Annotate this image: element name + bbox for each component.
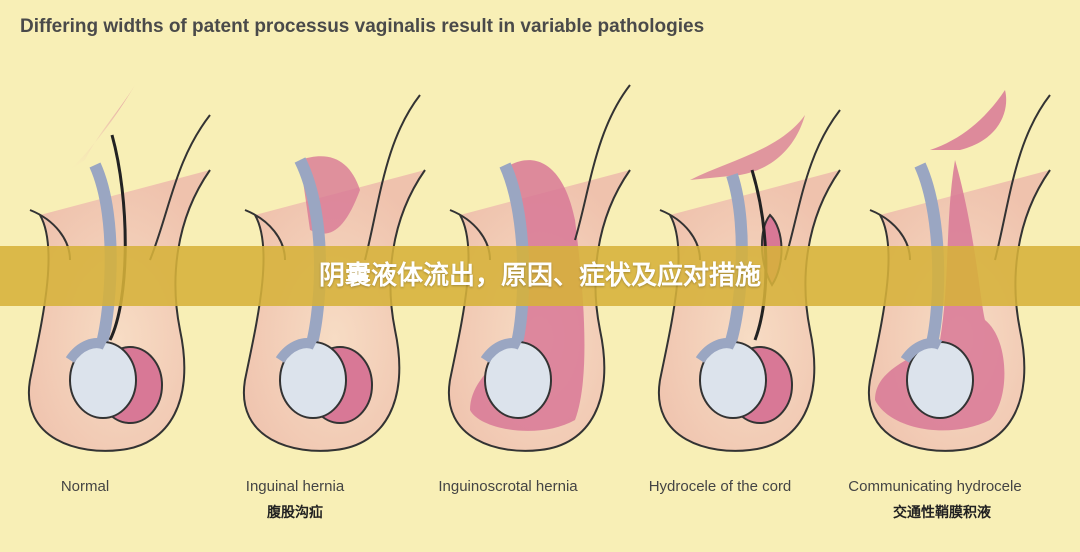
caption-hydrocele-of-cord: Hydrocele of the cord [620,478,820,495]
subcaption-communicating-hydrocele: 交通性鞘膜积液 [842,502,1042,522]
overlay-banner: 阴囊液体流出，原因、症状及应对措施 [0,246,1080,306]
subcaption-inguinal-hernia: 腹股沟疝 [195,502,395,522]
banner-title: 阴囊液体流出，原因、症状及应对措施 [0,246,1080,306]
caption-inguinal-hernia: Inguinal hernia [195,478,395,495]
caption-normal: Normal [0,478,185,495]
caption-inguinoscrotal-hernia: Inguinoscrotal hernia [408,478,608,495]
caption-communicating-hydrocele: Communicating hydrocele [835,478,1035,495]
